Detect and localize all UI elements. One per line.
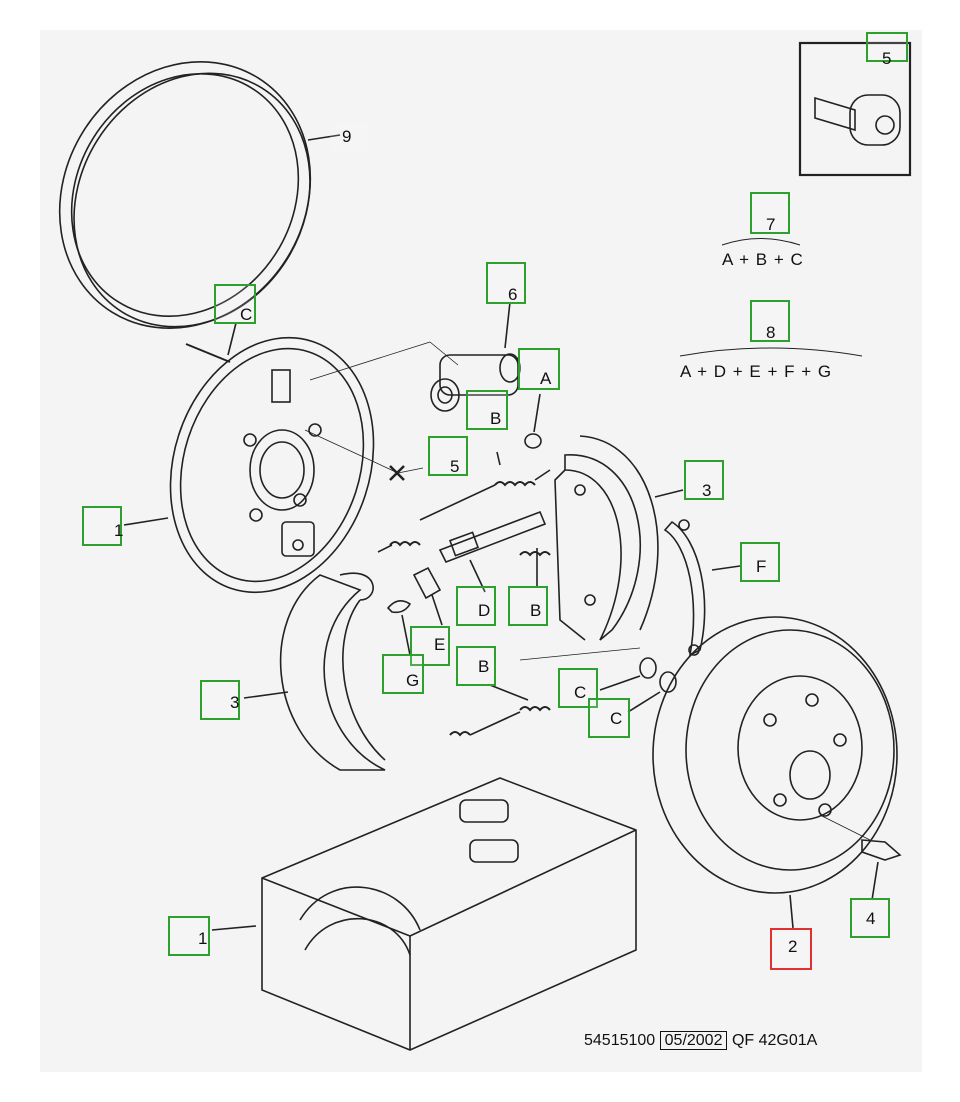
callout-b-mid[interactable]: B [508,586,548,626]
callout-label: 1 [198,929,208,948]
callout-label: 3 [702,481,712,500]
callout-brake-drum[interactable]: 2 [770,928,812,970]
formula-kit7: A + B + C [722,250,804,269]
callout-f[interactable]: F [740,542,780,582]
callout-label: 9 [342,127,352,146]
callout-label: F [756,557,767,576]
callout-label: 2 [788,937,798,956]
callout-label: B [530,601,542,620]
handbrake-lever-part [663,519,706,657]
callout-label: B [478,657,490,676]
callout-label: C [240,305,253,324]
callout-a[interactable]: A [518,348,560,390]
adjuster-strut-part [438,510,547,564]
callout-label: E [434,635,446,654]
callout-screw[interactable]: 5 [428,436,468,476]
callout-label: G [406,671,420,690]
wheel-cylinder-part [430,353,521,412]
callout-label: 5 [450,457,460,476]
diagram-footer: 54515100 05/2002 QF 42G01A [584,1031,818,1050]
backing-plate-part [169,336,375,594]
right-shoe-part [554,435,659,641]
callout-bolt-inset[interactable]: 5 [866,32,908,67]
callout-bleeder[interactable]: 4 [850,898,890,938]
callout-kit8[interactable]: 8 [750,300,790,342]
callout-g[interactable]: G [382,654,424,694]
brake-drum-part [652,616,898,894]
callout-drum-ring[interactable]: 9 [330,122,368,152]
callout-c-right2[interactable]: C [588,698,630,738]
callout-label: 5 [882,49,892,68]
callout-shoe-left[interactable]: 3 [200,680,240,720]
callout-label: 8 [766,323,776,342]
footer-ref: 54515100 [584,1032,656,1049]
kit-box-part [261,777,637,1051]
left-shoe-part [279,572,386,771]
callout-label: 3 [230,693,240,712]
footer-date: 05/2002 [659,1031,728,1050]
callout-label: C [610,709,623,728]
callout-shoe-right[interactable]: 3 [684,460,724,500]
footer-code: QF 42G01A [731,1032,818,1049]
callout-label: 4 [866,909,876,928]
callout-label: D [478,601,491,620]
callout-cylinder[interactable]: 6 [486,262,526,304]
callout-b-top[interactable]: B [466,390,508,430]
callout-label: 1 [114,521,124,540]
callout-kit-box[interactable]: 1 [168,916,210,956]
callout-c-right1[interactable]: C [558,668,598,708]
callout-b-low[interactable]: B [456,646,496,686]
callout-label: A [540,369,552,388]
callout-kit7[interactable]: 7 [750,192,790,234]
callout-label: B [490,409,502,428]
callout-label: 6 [508,285,518,304]
dust-ring-part [58,61,312,329]
callout-label: 7 [766,215,776,234]
callout-e[interactable]: E [410,626,450,666]
bolt-inset-frame [798,41,912,177]
callout-pin-c[interactable]: C [214,284,256,324]
formula-kit8: A + D + E + F + G [680,362,833,381]
callout-d[interactable]: D [456,586,496,626]
callout-label: C [574,683,587,702]
callout-backing-plate[interactable]: 1 [82,506,124,546]
